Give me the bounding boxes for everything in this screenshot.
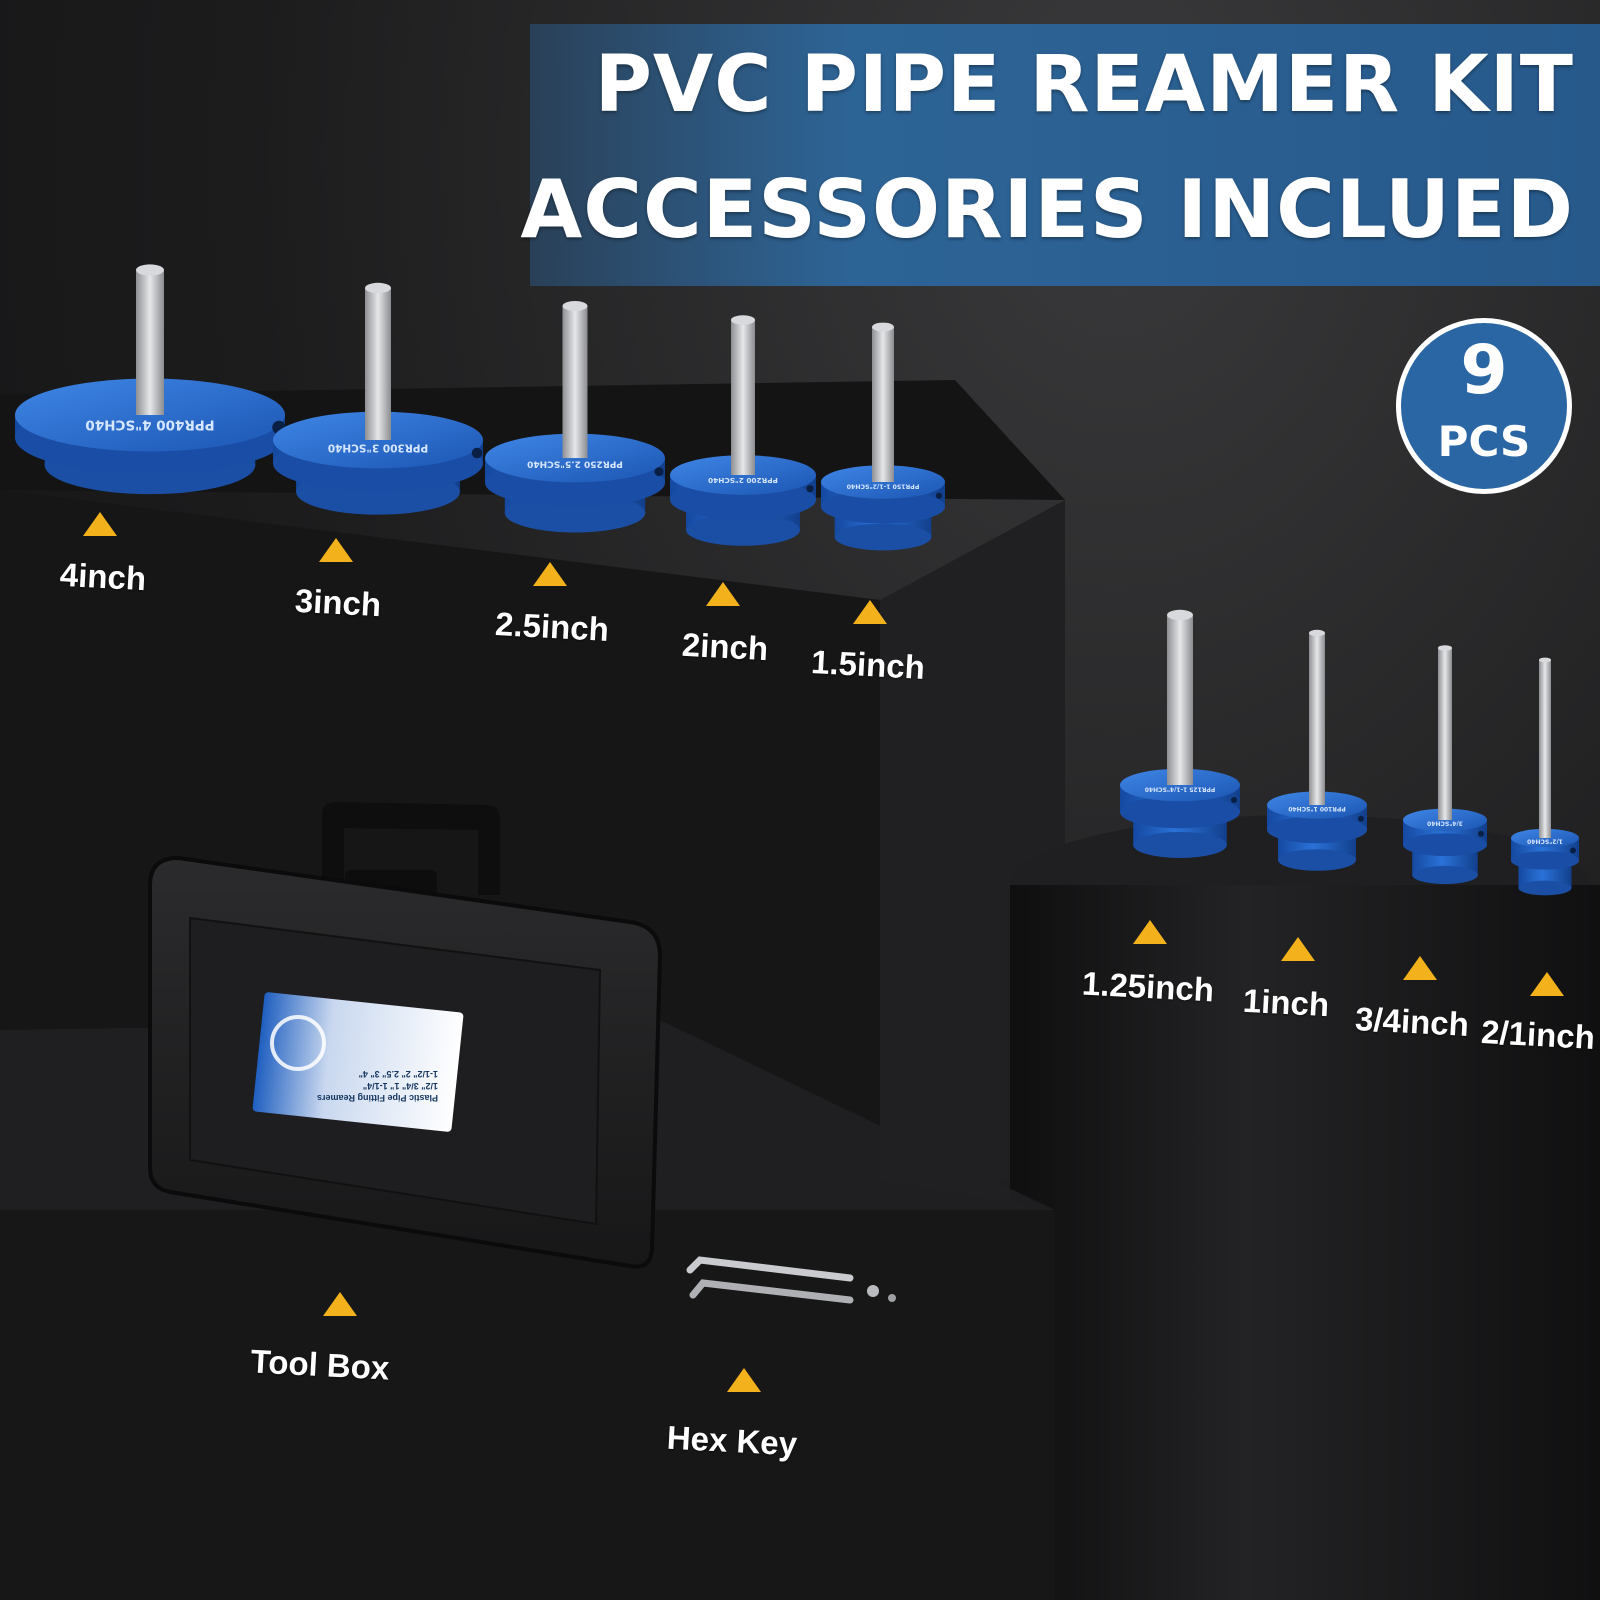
pointer-arrow-icon xyxy=(83,512,117,536)
case-handle xyxy=(322,802,500,895)
pipe-reamer: PPR125 1-1/4"SCH40 xyxy=(1120,609,1240,858)
badge-count: 9 xyxy=(1460,331,1508,410)
pointer-arrow-icon xyxy=(706,582,740,606)
reamer-engraving: PPR150 1-1/2"SCH40 xyxy=(846,483,919,490)
badge-unit: PCS xyxy=(1437,417,1531,466)
pointer-arrow-icon xyxy=(319,538,353,562)
cylinder-body xyxy=(1010,885,1600,1600)
pointer-arrow-icon xyxy=(1281,937,1315,961)
piece-count-badge: 9 PCS xyxy=(1396,318,1572,494)
reamer-size-label: 4inch xyxy=(59,555,148,598)
reamer-size-label: 3/4inch xyxy=(1354,1000,1470,1043)
pipe-reamer: 3/4"SCH40 xyxy=(1403,645,1487,885)
pipe-reamer: PPR400 4"SCH40 xyxy=(15,264,286,495)
reamer-engraving: PPR300 3"SCH40 xyxy=(328,441,429,453)
pipe-reamer: PPR150 1-1/2"SCH40 xyxy=(821,322,945,551)
pointer-arrow-icon xyxy=(853,600,887,624)
pipe-reamer: PPR100 1"SCH40 xyxy=(1267,629,1367,871)
hex-screw xyxy=(867,1285,879,1297)
reamer-engraving: PPR200 2"SCH40 xyxy=(708,476,778,485)
box-sticker-text: Plastic Pipe Fitting Reamers 1/2" 3/4" 1… xyxy=(270,1068,438,1104)
hex-key-label: Hex Key xyxy=(666,1418,799,1463)
pointer-arrow-icon xyxy=(533,562,567,586)
reamer-engraving: PPR250 2.5"SCH40 xyxy=(527,459,623,469)
reamer-size-label: 3inch xyxy=(294,581,383,624)
reamer-size-label: 2/1inch xyxy=(1480,1013,1596,1056)
hex-key xyxy=(689,1279,854,1304)
box-sticker xyxy=(252,992,464,1132)
reamer-size-label: 2.5inch xyxy=(494,605,610,648)
pointer-arrow-icon xyxy=(323,1292,357,1316)
sticker-reamer-icon xyxy=(270,1015,326,1071)
box-sticker-sizes: 1-1/2" 2" 2.5" 3" 4" xyxy=(358,1069,438,1079)
pointer-arrow-icon xyxy=(1403,956,1437,980)
box-sticker-sizes: 1/2" 3/4" 1" 1-1/4" xyxy=(362,1081,438,1091)
headline-banner xyxy=(530,24,1600,286)
pipe-reamer: PPR250 2.5"SCH40 xyxy=(485,301,665,533)
pipe-reamer: PPR300 3"SCH40 xyxy=(273,282,483,515)
tool-box-label: Tool Box xyxy=(249,1342,391,1387)
pipe-reamer: 1/2"SCH40 xyxy=(1511,657,1579,896)
reamer-engraving: PPR400 4"SCH40 xyxy=(85,416,214,432)
reamer-engraving: PPR125 1-1/4"SCH40 xyxy=(1145,785,1215,792)
headline-line-1: PVC PIPE REAMER KIT xyxy=(594,40,1574,130)
reamer-size-label: 1inch xyxy=(1242,981,1331,1024)
pointer-arrow-icon xyxy=(1530,972,1564,996)
reamer-size-label: 1.5inch xyxy=(810,643,926,686)
reamer-size-label: 1.25inch xyxy=(1081,964,1215,1009)
pointer-arrow-icon xyxy=(1133,920,1167,944)
reamer-engraving: PPR100 1"SCH40 xyxy=(1288,805,1345,812)
pipe-reamer: PPR200 2"SCH40 xyxy=(670,315,816,546)
reamer-size-label: 2inch xyxy=(681,625,770,668)
hex-screw xyxy=(888,1294,896,1302)
pointer-arrow-icon xyxy=(727,1368,761,1392)
hex-key xyxy=(686,1256,854,1282)
reamer-engraving: 1/2"SCH40 xyxy=(1527,837,1563,844)
box-sticker-title: Plastic Pipe Fitting Reamers xyxy=(316,1093,438,1103)
headline-line-2: ACCESSORIES INCLUED xyxy=(520,163,1574,256)
reamer-engraving: 3/4"SCH40 xyxy=(1427,820,1463,827)
